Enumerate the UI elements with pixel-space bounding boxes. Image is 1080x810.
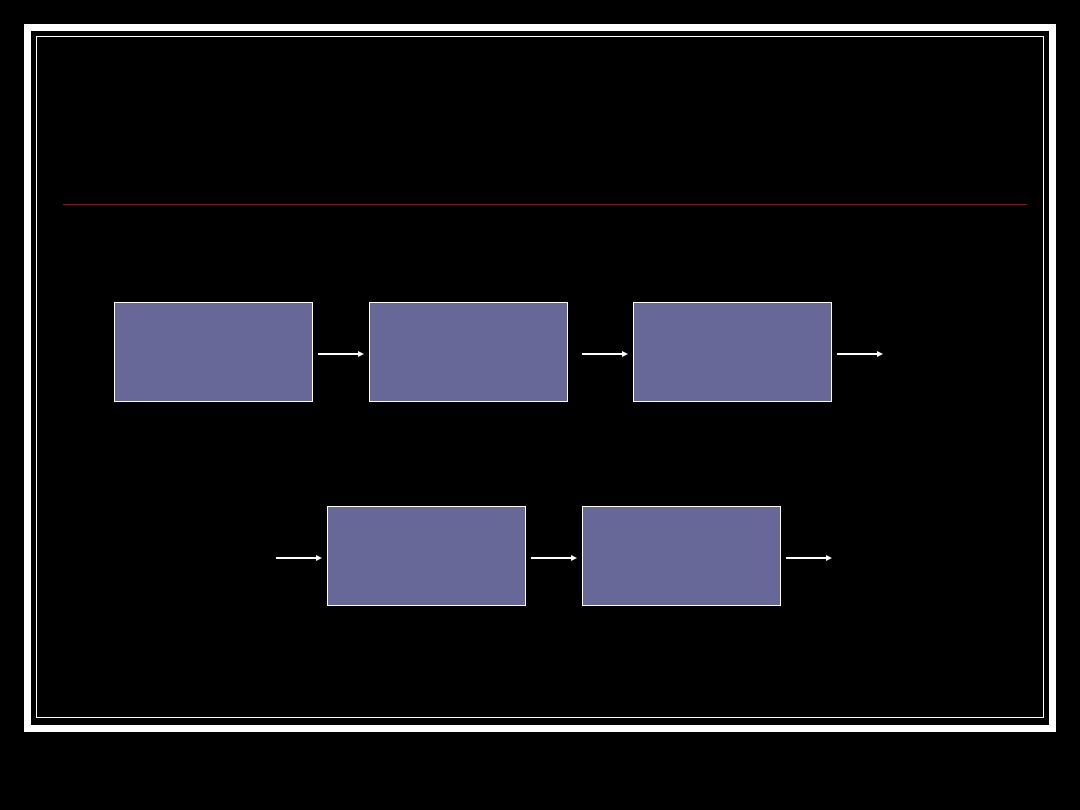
arrow-right-icon [837,351,883,357]
arrow-right-icon [582,351,628,357]
slide-frame-inner [36,36,1044,718]
slide-frame-outer [24,24,1056,732]
flow-box-1 [114,302,313,402]
arrow-right-icon [276,555,322,561]
arrow-right-icon [531,555,577,561]
flow-box-5 [582,506,781,606]
title-divider [63,204,1027,205]
flow-box-3 [633,302,832,402]
arrow-right-icon [786,555,832,561]
arrow-right-icon [318,351,364,357]
flow-box-2 [369,302,568,402]
flow-box-4 [327,506,526,606]
